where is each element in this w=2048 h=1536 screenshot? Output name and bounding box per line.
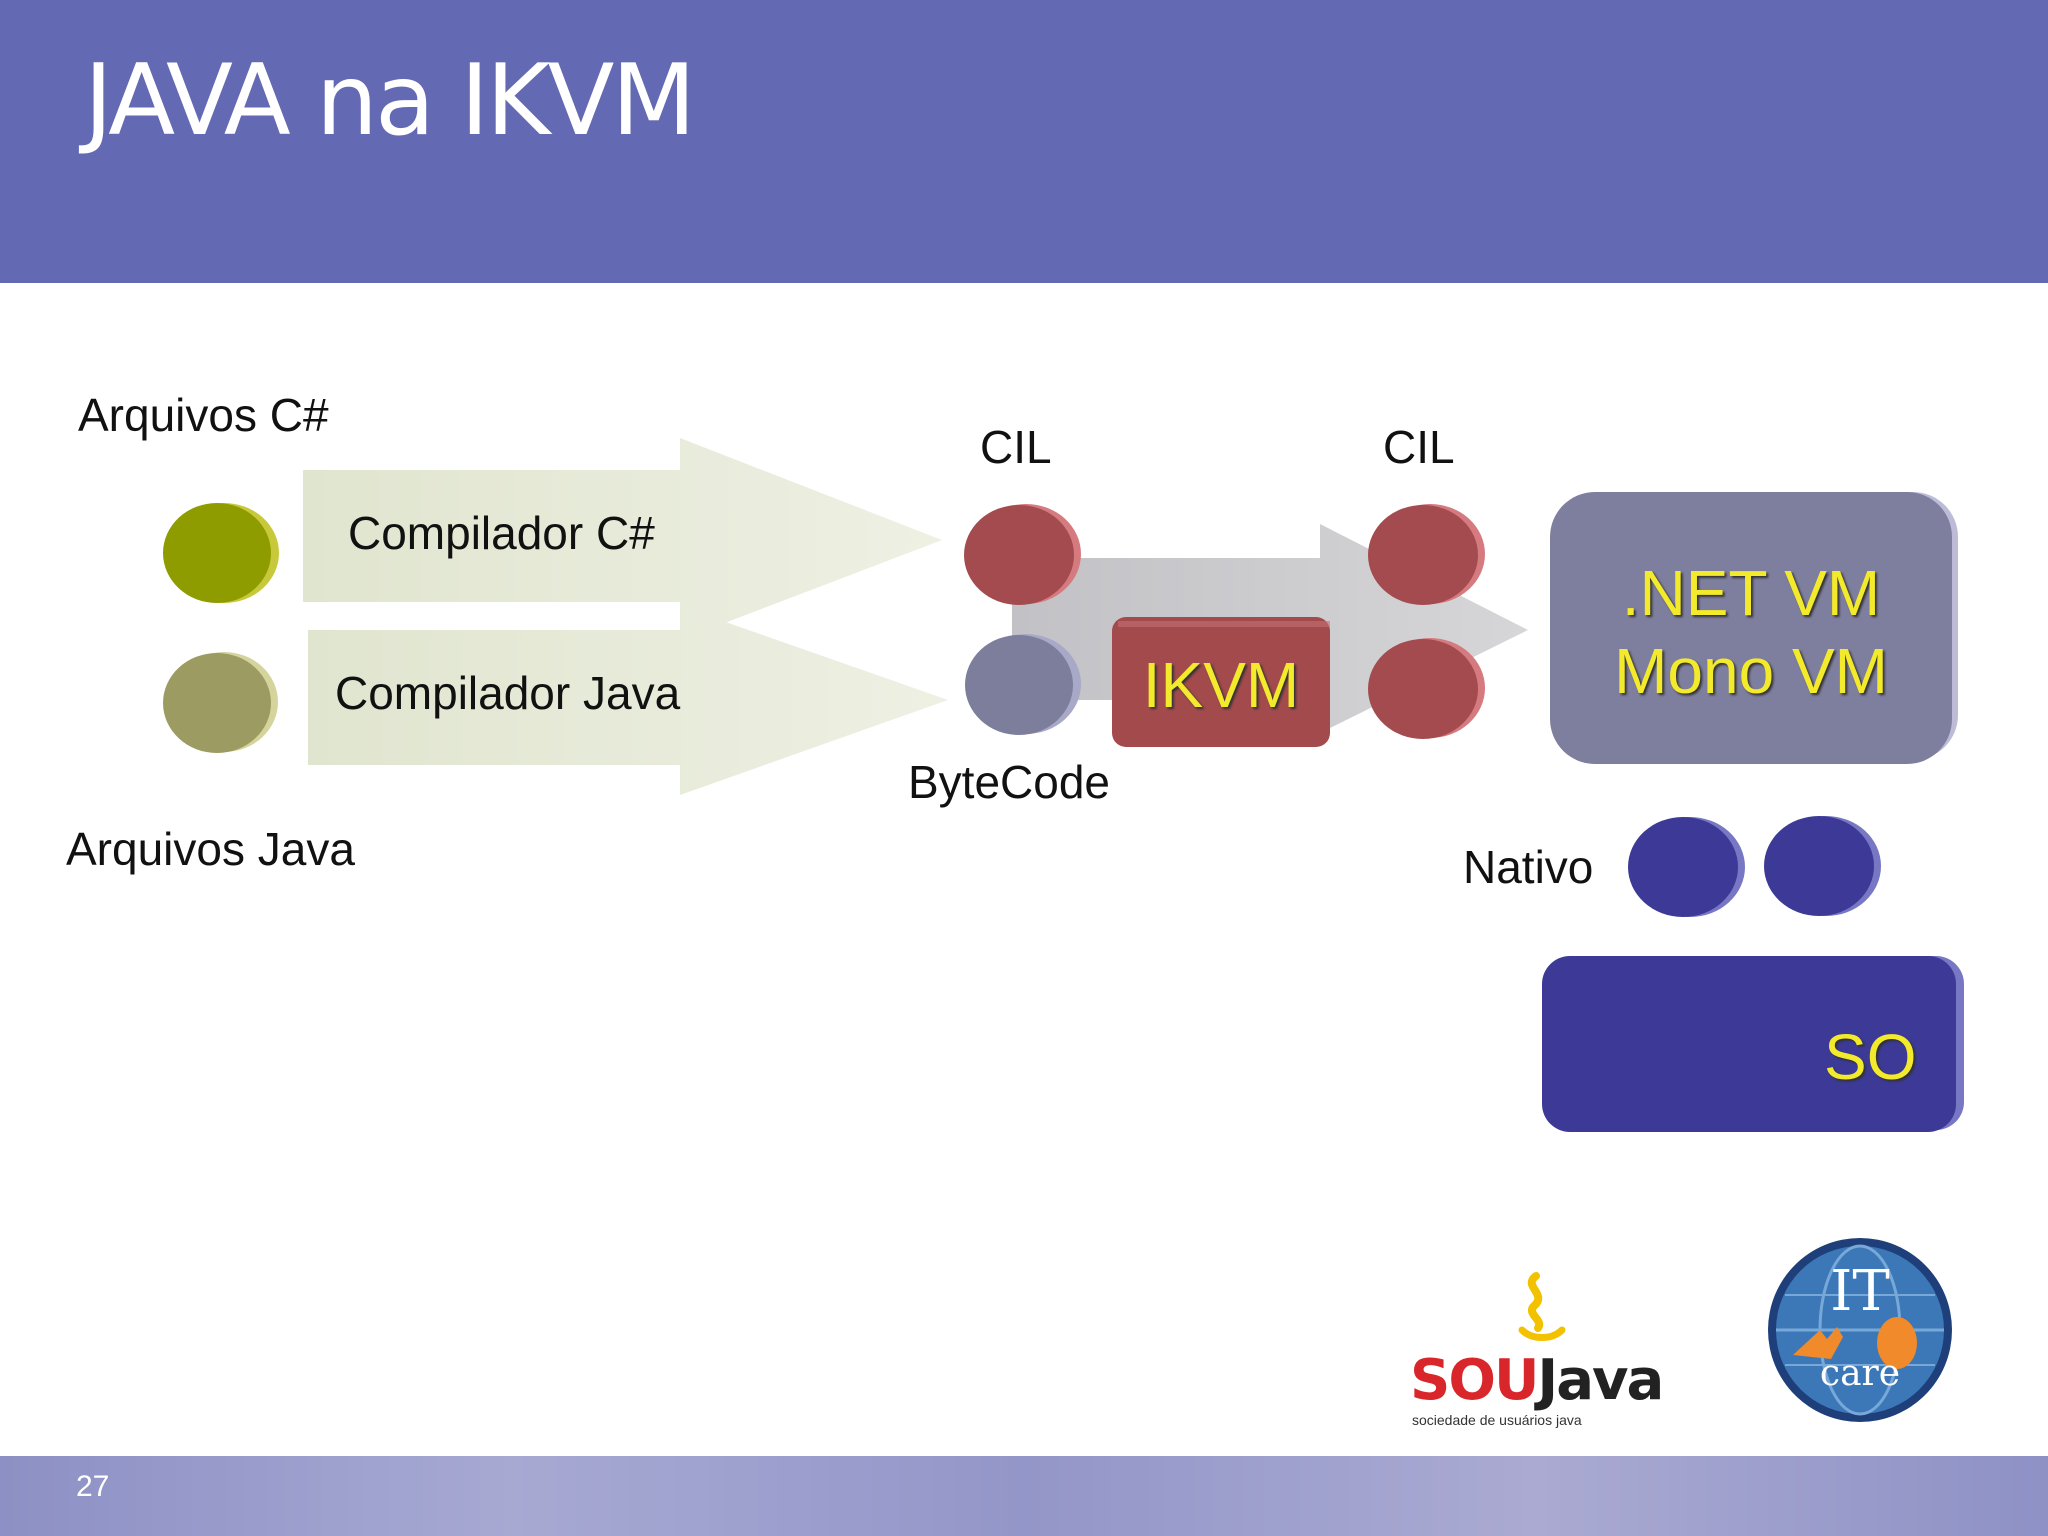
soujava-tagline: sociedade de usuários java: [1412, 1412, 1582, 1428]
coffee-steam-icon: [1518, 1272, 1566, 1341]
cil-right-label: CIL: [1383, 421, 1455, 473]
slide-number: 27: [76, 1470, 110, 1503]
cil-left-label: CIL: [980, 421, 1052, 473]
compilador-java-label: Compilador Java: [335, 667, 681, 719]
itcare-logo: IT care: [1765, 1235, 1955, 1425]
title-bar: JAVA na IKVM: [0, 0, 2048, 283]
so-box: [1542, 956, 1956, 1132]
so-label: SO: [1824, 1021, 1917, 1093]
footer-bar: 27: [0, 1456, 2048, 1536]
bytecode-label: ByteCode: [908, 756, 1111, 808]
soujava-logo: SOUJava sociedade de usuários java: [1410, 1270, 1690, 1428]
ikvm-box: [1112, 617, 1330, 747]
vm-label-line1: .NET VM: [1621, 557, 1881, 629]
arquivos-java-label: Arquivos Java: [66, 823, 355, 875]
hand-icon: [1793, 1327, 1843, 1359]
itcare-care-text: care: [1819, 1353, 1901, 1394]
ikvm-label: IKVM: [1142, 649, 1300, 721]
soujava-java-text: Java: [1537, 1348, 1664, 1413]
slide-title: JAVA na IKVM: [84, 44, 696, 158]
compilador-java-arrow: [308, 606, 948, 795]
compilador-csharp-arrow: [303, 438, 942, 640]
vm-label-line2: Mono VM: [1614, 635, 1888, 707]
soujava-sou-text: SOU: [1410, 1348, 1539, 1413]
globe-icon: [1768, 1238, 1952, 1422]
itcare-it-text: IT: [1830, 1259, 1890, 1324]
vm-box: [1550, 492, 1952, 764]
nativo-label: Nativo: [1463, 841, 1594, 893]
mouse-icon: [1877, 1317, 1917, 1369]
compilador-csharp-label: Compilador C#: [348, 507, 655, 559]
arquivos-csharp-label: Arquivos C#: [78, 389, 329, 441]
